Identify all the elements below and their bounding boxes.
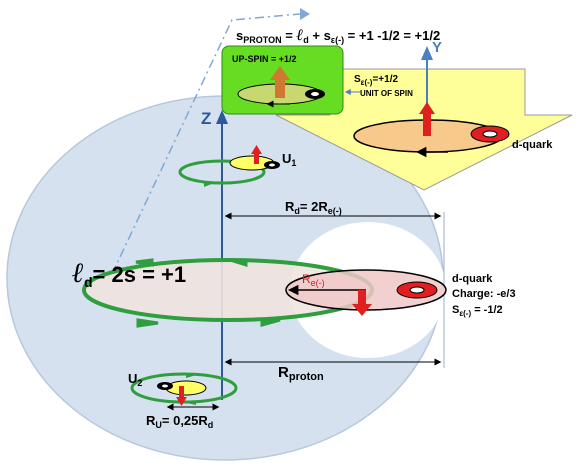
link-line: [111, 13, 301, 275]
right-d-quark-ring-inner: [409, 286, 425, 294]
u2-quark-ring-inner: [162, 384, 168, 388]
charge-label: Charge: -e/3: [452, 288, 516, 300]
rd-label: Rd= 2Re(-): [285, 199, 342, 216]
y-axis-arrowhead: [421, 46, 433, 60]
u2-label: U2: [128, 371, 142, 388]
z-axis-arrowhead: [216, 110, 228, 124]
top-d-quark-ring-inner: [482, 130, 498, 138]
spin-electron-down-label: Sε(-) = -1/2: [452, 304, 503, 318]
d-orbit-arrow-top-2: [229, 258, 248, 268]
d-orbit-arrow-top-1: [135, 258, 154, 267]
top-d-quark-label: d-quark: [512, 139, 553, 151]
d-orbit-arrow-bottom: [136, 318, 159, 328]
re-label: Re(-): [302, 272, 325, 288]
top-spin-arrow-head: [419, 102, 435, 114]
top-spin-arrow-shaft: [423, 112, 431, 136]
u2-spin-disc: [165, 380, 207, 396]
rproton-label: Rproton: [278, 364, 324, 383]
d-orbit-arrow-bottom-2: [260, 318, 281, 327]
u2-spin-arrow-shaft: [179, 386, 184, 398]
unit-of-spin-label: UNIT OF SPIN: [360, 89, 413, 98]
u2-orbit-arrow: [186, 373, 200, 378]
down-spin-arrow-head: [352, 304, 372, 316]
u1-spin-arrow-head: [251, 145, 262, 154]
up-spin-label: UP-SPIN = +1/2: [232, 54, 297, 64]
proton-spin-formula: sPROTON = ℓd + sε(-) = +1 -1/2 = +1/2: [236, 27, 440, 45]
z-axis-label: Z: [201, 109, 211, 128]
u2-spin-arrow-head: [176, 397, 187, 406]
spin-electron-label: Sε(-)=+1/2: [354, 74, 398, 87]
link-arrowhead: [300, 8, 310, 20]
right-d-quark-label: d-quark: [452, 273, 493, 285]
u1-orbit: [178, 159, 266, 185]
up-spin-arrow-head: [270, 66, 290, 80]
u1-spin-arrow-shaft: [254, 152, 259, 164]
u1-orbit-arrow: [204, 181, 214, 187]
ru-label: RU= 0,25Rd: [146, 413, 213, 430]
up-spin-quark-ring-inner: [311, 92, 319, 96]
up-spin-arrow-shaft: [275, 78, 285, 98]
down-spin-arrow-shaft: [358, 290, 366, 306]
u1-quark-ring-inner: [269, 163, 275, 167]
d-orbit-fill: [84, 260, 372, 320]
y-axis-label: Y: [432, 39, 442, 56]
orbital-momentum-label: ℓd= 2s = +1: [71, 258, 186, 290]
u1-label: U1: [282, 151, 296, 168]
